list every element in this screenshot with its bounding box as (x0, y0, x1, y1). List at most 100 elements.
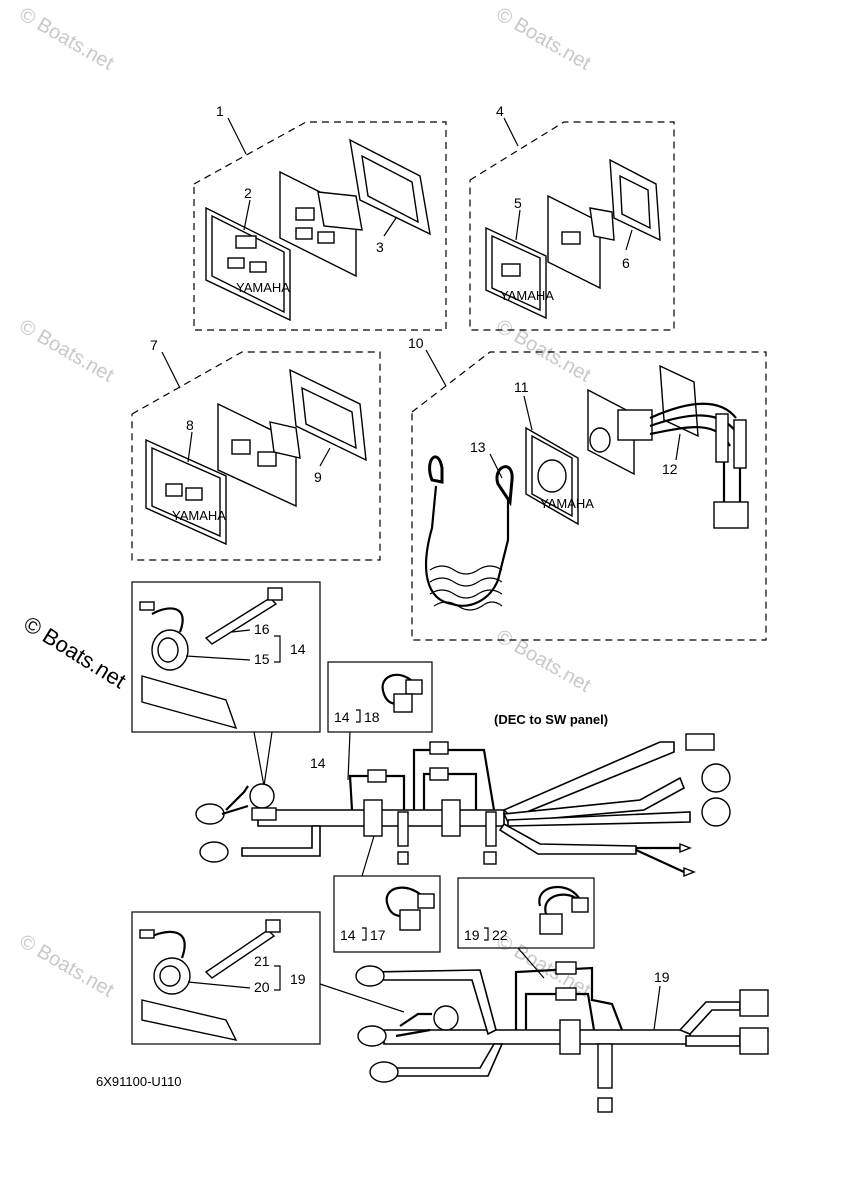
buzzer-plug (139, 929, 155, 939)
inset-14-pointer (253, 731, 273, 787)
inset-17-connector: 14 17 (333, 835, 441, 953)
jumper-loop-connector (429, 741, 449, 755)
panel-logo: YAMAHA (236, 280, 290, 295)
group-4-outline (469, 121, 675, 331)
leader-5 (515, 209, 521, 241)
jumper-loop-connector (555, 961, 577, 975)
watermark: © Boats.net (493, 625, 595, 697)
jumper-connector (417, 893, 435, 909)
harness-buzzer (249, 783, 275, 809)
connector-left (355, 965, 385, 987)
bracket-22 (484, 927, 489, 941)
switch-slot (561, 231, 581, 245)
inset-17-frame (333, 875, 441, 953)
callout-16: 16 (254, 621, 270, 637)
leader-19 (653, 985, 661, 1031)
connector-dec (685, 733, 715, 751)
jumper-loop-connector (367, 769, 387, 783)
connector-round (701, 797, 731, 827)
connector-end (739, 989, 769, 1017)
gasket-9-inner (301, 386, 357, 450)
harness-clamp (363, 799, 383, 837)
cable-tie-16 (204, 597, 278, 645)
note-dec-to-sw-panel: (DEC to SW panel) (494, 712, 608, 727)
harness-drop-plug (597, 1097, 613, 1113)
switch-body (217, 402, 297, 508)
harness-buzzer-mount (251, 807, 277, 821)
harness-branch-right (678, 1001, 741, 1035)
harness-lead-terminal (679, 842, 692, 854)
harness-lead-2 (635, 849, 685, 873)
callout-17: 17 (370, 927, 386, 943)
connector-left (199, 841, 229, 863)
bracket-14 (274, 635, 281, 663)
group-7-twin-switch-panel: 7 YAMAHA 8 9 (131, 337, 381, 561)
callout-5: 5 (514, 195, 522, 211)
switch-back (269, 421, 301, 459)
watermark: © Boats.net (16, 3, 118, 75)
lanyard-cord (425, 485, 510, 607)
jumper-connector (405, 679, 423, 695)
buzzer-lead (151, 607, 184, 633)
harness-drop-plug (483, 851, 497, 865)
inset-22-pointer (517, 947, 545, 979)
harness-branch-upper (369, 969, 497, 1036)
lanyard-clip (428, 455, 444, 484)
callout-19-b: 19 (290, 971, 306, 987)
group-4-single-switch-panel: 4 YAMAHA 5 6 (469, 103, 675, 331)
harness-drop (485, 811, 497, 847)
leader-8 (187, 431, 193, 463)
bracket-18 (356, 709, 361, 723)
mounting-surface (141, 999, 238, 1041)
callout-11: 11 (514, 379, 529, 395)
leader-15 (185, 655, 251, 661)
harness-clamp (441, 799, 461, 837)
leader-13 (489, 453, 503, 479)
harness-buzzer (433, 1005, 459, 1031)
callout-12: 12 (662, 461, 678, 477)
watermark: © Boats.net (493, 3, 595, 75)
leader-12 (675, 433, 681, 461)
callout-1: 1 (216, 103, 224, 119)
leader-6 (625, 229, 633, 251)
panel-logo: YAMAHA (500, 288, 554, 303)
callout-6: 6 (622, 255, 630, 271)
group-1-outline (193, 121, 447, 331)
wire-sleeve (733, 419, 747, 469)
switch-slot (249, 261, 267, 273)
harness-trunk (383, 1029, 691, 1045)
group-10-main-switch: 10 YAMAHA 11 12 13 (408, 335, 767, 641)
inset-22-frame (457, 877, 595, 949)
switch-panel-cover-2-inner (211, 214, 285, 314)
switch-slot (295, 227, 313, 240)
callout-9: 9 (314, 469, 322, 485)
callout-8: 8 (186, 417, 194, 433)
buzzer-plug (139, 601, 155, 611)
connector-end (739, 1027, 769, 1055)
callout-7: 7 (150, 337, 158, 353)
connector-round (701, 763, 731, 793)
callout-14-a: 14 (290, 641, 306, 657)
watermark: © Boats.net (16, 930, 118, 1002)
panel-logo: YAMAHA (540, 496, 594, 511)
harness-branch-lower (389, 1043, 504, 1077)
jumper-loop-connector (555, 987, 577, 1001)
main-switch-knob (589, 427, 611, 453)
switch-slot (231, 439, 251, 455)
jumper-loop-connector (429, 767, 449, 781)
group-1-dual-switch-panel: 1 YAMAHA 2 3 (193, 103, 447, 331)
callout-21: 21 (254, 953, 270, 969)
connector-left (357, 1025, 387, 1047)
jumper-block (399, 909, 421, 931)
watermark-main: © Boats.net (19, 611, 130, 693)
leader-9 (319, 447, 331, 467)
callout-3: 3 (376, 239, 384, 255)
group-7-outline (131, 351, 381, 561)
callout-14-c: 14 (310, 755, 326, 771)
inset-17-pointer (361, 835, 375, 877)
jumper-loop (514, 966, 624, 1031)
callout-2: 2 (244, 185, 252, 201)
harness-clamp (559, 1019, 581, 1055)
jumper-loop (412, 748, 496, 811)
